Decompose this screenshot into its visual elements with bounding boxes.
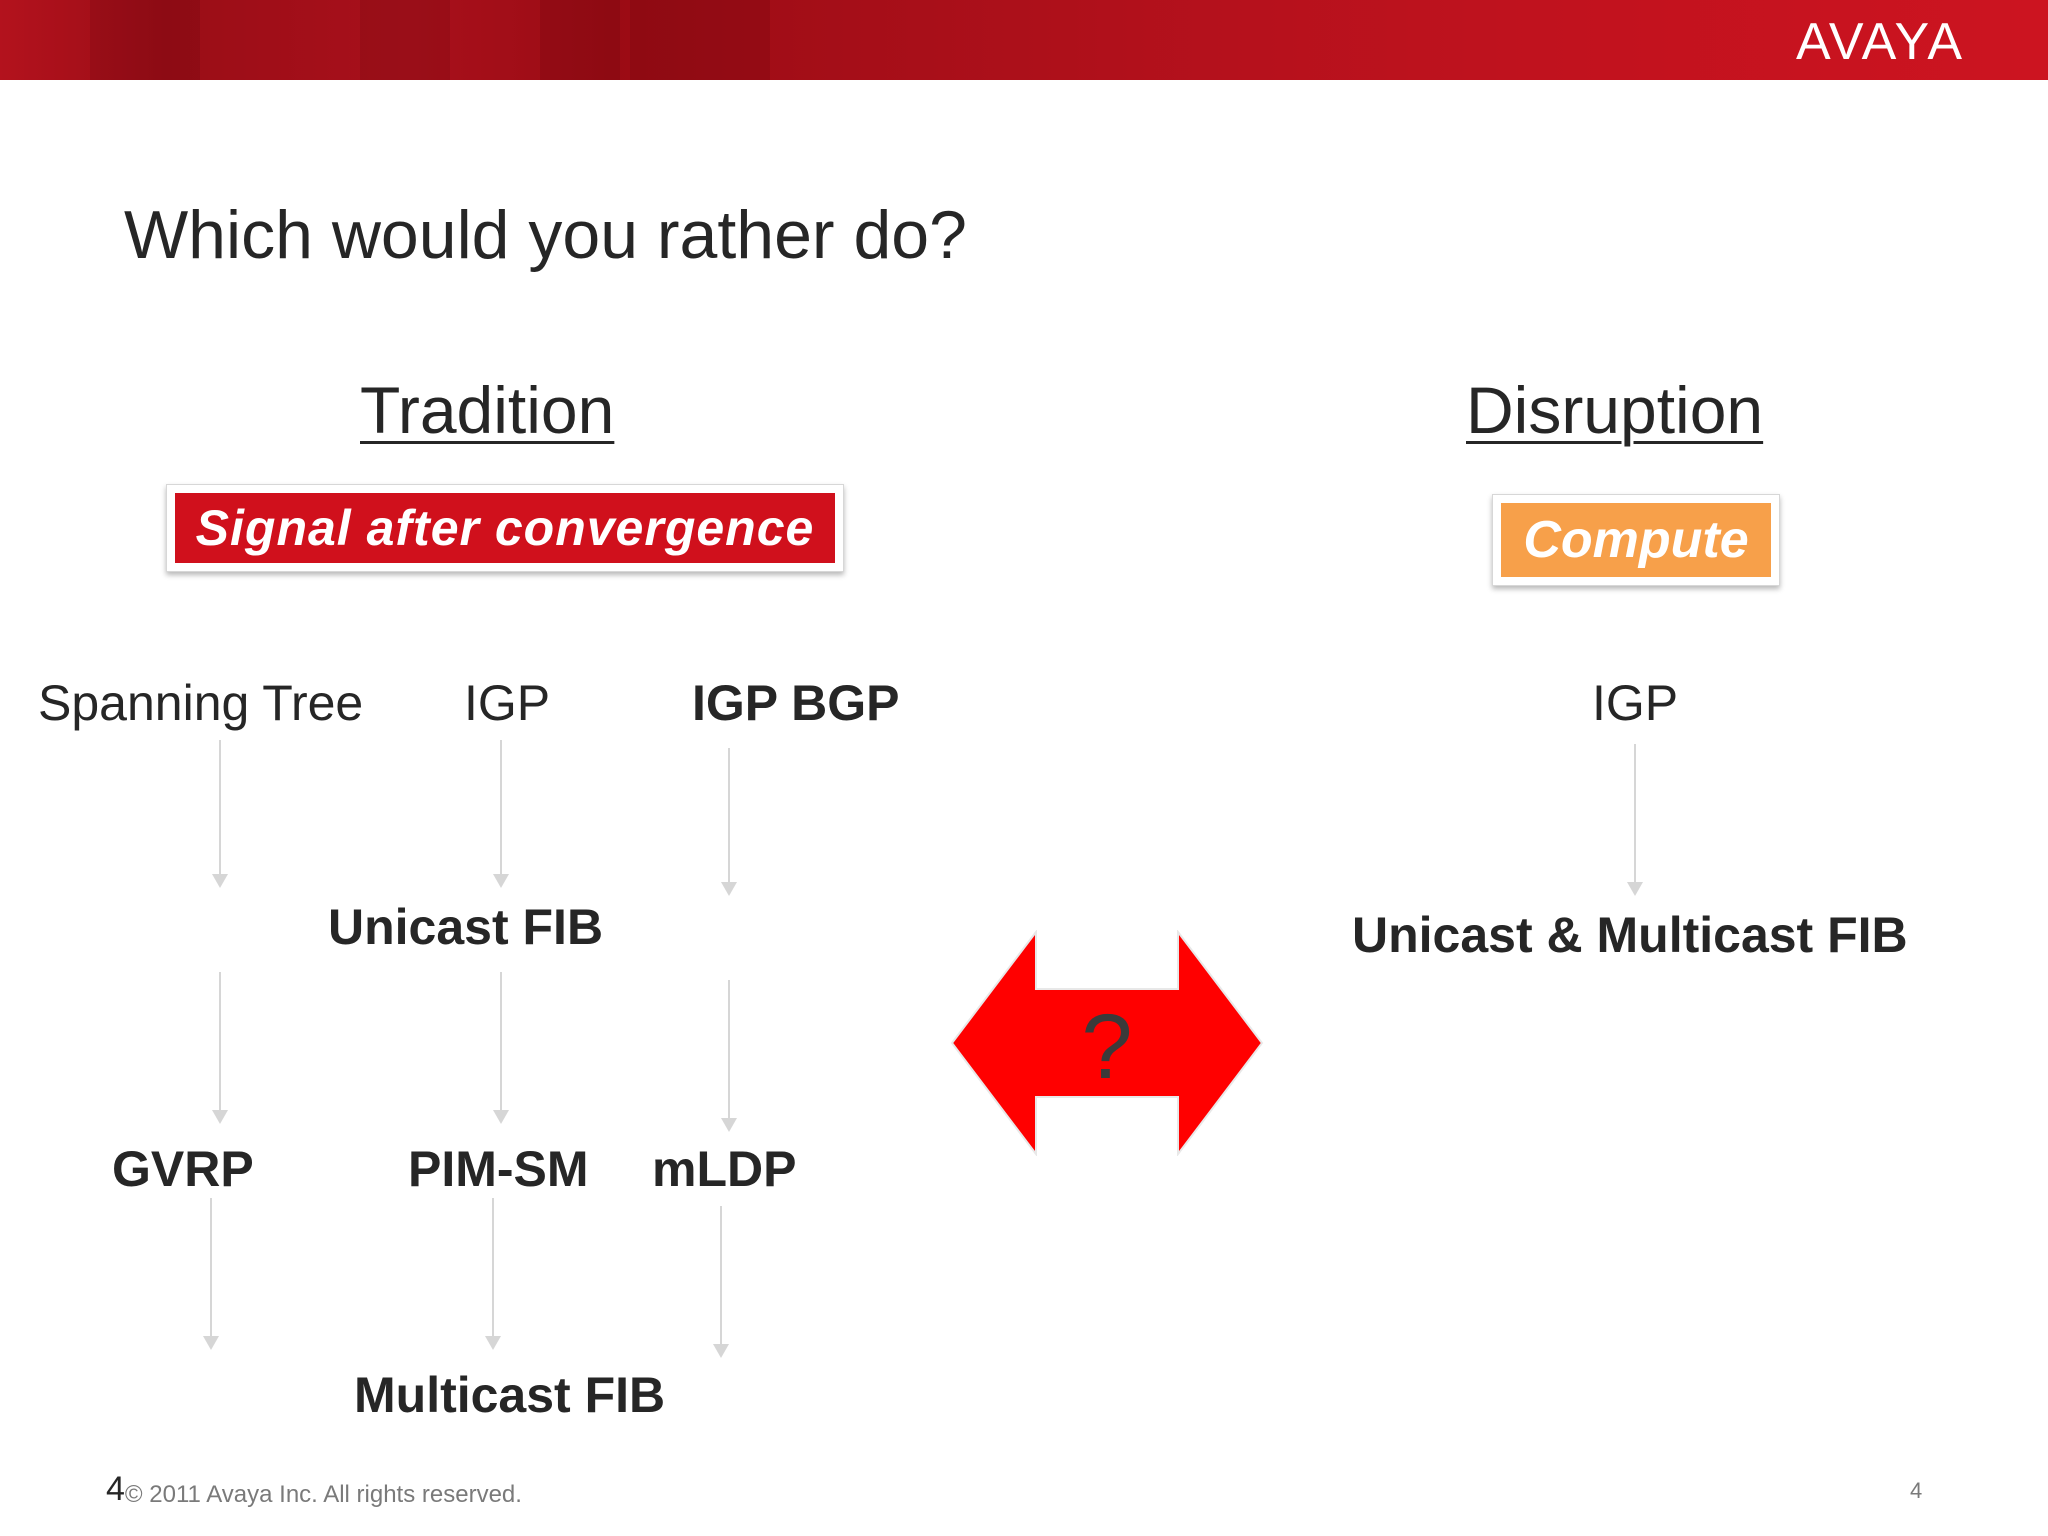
header-stripe: [630, 0, 770, 80]
signal-badge-label: Signal after convergence: [195, 500, 815, 556]
igp-label: IGP: [464, 675, 551, 731]
arrow-down: [493, 740, 509, 888]
copyright-text: © 2011 Avaya Inc. All rights reserved.: [124, 1481, 522, 1508]
arrow-down: [203, 1198, 219, 1350]
compute-badge-label: Compute: [1523, 511, 1749, 569]
signal-badge-fill: Signal after convergence: [175, 493, 835, 563]
arrow-down: [721, 980, 737, 1132]
slide-title: Which would you rather do?: [124, 197, 967, 273]
disruption-igp-label: IGP: [1592, 675, 1679, 731]
arrow-down: [485, 1198, 501, 1350]
header-stripe: [540, 0, 620, 80]
double-arrow-shape: [950, 930, 1264, 1156]
arrow-down: [713, 1206, 729, 1358]
signal-after-convergence-badge: Signal after convergence: [166, 484, 844, 572]
spanning-tree-label: Spanning Tree: [38, 675, 364, 731]
gvrp-label: GVRP: [112, 1141, 254, 1197]
unicast-multicast-fib-label: Unicast & Multicast FIB: [1352, 907, 1908, 963]
mldp-label: mLDP: [652, 1141, 797, 1197]
footer-copyright: 4 © 2011 Avaya Inc. All rights reserved.: [106, 1470, 522, 1509]
arrow-down: [212, 740, 228, 888]
arrow-down: [212, 972, 228, 1124]
unicast-fib-label: Unicast FIB: [328, 899, 604, 955]
arrow-down: [493, 972, 509, 1124]
header-bar: AVAYA: [0, 0, 2048, 80]
igp-bgp-label: IGP BGP: [692, 675, 900, 731]
header-stripe: [360, 0, 450, 80]
tradition-heading: Tradition: [360, 373, 615, 447]
avaya-logo: AVAYA: [1796, 13, 1964, 71]
page-number: 4: [1910, 1478, 1923, 1503]
arrow-down: [721, 748, 737, 896]
double-arrow-icon: ?: [950, 930, 1264, 1156]
arrow-down: [1627, 744, 1643, 896]
compute-badge-fill: Compute: [1501, 503, 1771, 577]
footer-slide-number: 4: [106, 1470, 125, 1508]
pim-sm-label: PIM-SM: [408, 1141, 589, 1197]
question-mark: ?: [1081, 996, 1132, 1098]
disruption-heading: Disruption: [1466, 373, 1764, 447]
header-stripe: [90, 0, 200, 80]
multicast-fib-label: Multicast FIB: [354, 1367, 666, 1423]
compute-badge: Compute: [1492, 494, 1780, 586]
